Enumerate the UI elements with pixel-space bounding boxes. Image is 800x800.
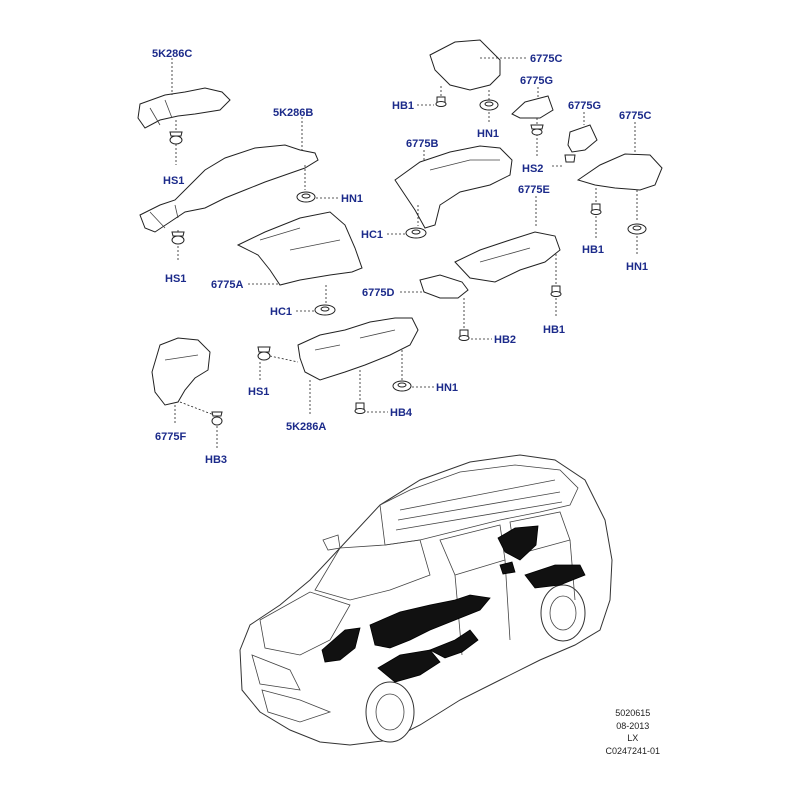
fastener-hc1-b (405, 227, 427, 239)
label-6775f: 6775F (155, 431, 186, 443)
fastener-hb2 (458, 329, 470, 341)
label-hb3: HB3 (205, 454, 227, 466)
fastener-hn1-d (392, 380, 412, 392)
label-5k286b: 5K286B (273, 107, 313, 119)
label-5k286a: 5K286A (286, 421, 326, 433)
fastener-hs2 (530, 124, 544, 136)
fastener-hb1-c (550, 285, 562, 297)
label-6775c: 6775C (619, 110, 651, 122)
fastener-hs1-c (257, 346, 271, 361)
part-6775d (419, 274, 469, 299)
part-5k286a (297, 317, 419, 381)
label-hb1: HB1 (582, 244, 604, 256)
reference-line: 08-2013 (616, 720, 650, 731)
label-6775b: 6775B (406, 138, 438, 150)
part-6775e (454, 231, 561, 283)
label-hs1: HS1 (163, 175, 184, 187)
fastener-hb4 (354, 402, 366, 414)
reference-line: LX (627, 733, 639, 743)
part-6775g-b (564, 124, 598, 163)
label-hn1: HN1 (341, 193, 363, 205)
label-hb1: HB1 (543, 324, 565, 336)
fastener-hn1-a (296, 191, 316, 203)
leader (179, 401, 215, 416)
part-6775g-a (511, 95, 554, 119)
label-hc1: HC1 (270, 306, 292, 318)
fastener-hb1-b (590, 203, 602, 215)
fastener-hc1-a (314, 304, 336, 316)
fastener-hs1-a (169, 131, 183, 145)
label-hb1: HB1 (392, 100, 414, 112)
fastener-hn1-b (479, 99, 499, 111)
part-5k286b (139, 144, 319, 233)
part-6775c-right (576, 153, 663, 191)
fastener-hs1-b (171, 231, 185, 245)
part-6775a (236, 211, 363, 286)
vehicle-illustration (239, 454, 613, 746)
leader (269, 355, 299, 363)
label-hs1: HS1 (248, 386, 269, 398)
reference-line: C0247241-01 (605, 745, 660, 756)
vehicle-heat-shields (321, 525, 586, 683)
fastener-hn1-c (627, 223, 647, 235)
label-6775a: 6775A (211, 279, 243, 291)
label-5k286c: 5K286C (152, 48, 192, 60)
label-6775d: 6775D (362, 287, 394, 299)
reference-line: 5020615 (615, 708, 651, 718)
label-hs1: HS1 (165, 273, 186, 285)
label-hc1: HC1 (361, 229, 383, 241)
label-hn1: HN1 (477, 128, 499, 140)
label-hn1: HN1 (626, 261, 648, 273)
label-hb2: HB2 (494, 334, 516, 346)
label-6775e: 6775E (518, 184, 550, 196)
reference-codes: 5020615 08-2013 LX C0247241-01 (605, 707, 660, 757)
label-6775g: 6775G (568, 100, 601, 112)
part-5k286c-top (137, 87, 231, 129)
label-hn1: HN1 (436, 382, 458, 394)
part-6775b (394, 145, 513, 229)
label-hb4: HB4 (390, 407, 413, 419)
label-6775c: 6775C (530, 53, 562, 65)
part-6775f (151, 337, 211, 406)
label-hs2: HS2 (522, 163, 543, 175)
label-6775g: 6775G (520, 75, 553, 87)
part-6775c-top (429, 39, 501, 91)
fastener-hb1-a (435, 96, 447, 107)
fastener-hb3 (211, 411, 223, 426)
